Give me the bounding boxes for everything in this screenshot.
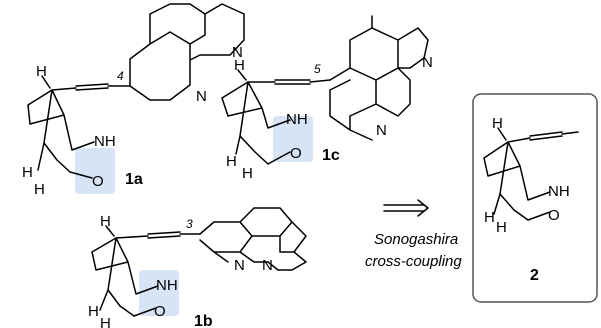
atom-nh-2: NH [548, 183, 570, 200]
atom-h-bridge-1a: H [22, 164, 33, 181]
position-label-1a: 4 [117, 69, 124, 83]
phenanthroline-1c [329, 15, 429, 141]
phenanthroline-1b [199, 207, 307, 271]
retrosynthesis-arrow [383, 199, 429, 217]
double-arrow-icon [383, 199, 429, 217]
atom-n1-1a: N [196, 88, 207, 105]
compound-label-1a: 1a [125, 171, 143, 188]
atom-h-bridge-1b: H [88, 303, 99, 320]
atom-h-bridge-2: H [484, 209, 495, 226]
compound-2-box [472, 93, 598, 303]
atom-h-top-1a: H [36, 63, 47, 80]
bicyclic-core-2 [483, 141, 551, 221]
lactam-highlight-1c [273, 116, 313, 162]
bridge-h-bond-2 [497, 127, 507, 141]
atom-nh-1c: NH [286, 111, 308, 128]
compound-label-1b: 1b [194, 313, 213, 328]
atom-h-top-2: H [492, 115, 503, 132]
compound-label-2: 2 [530, 267, 539, 284]
atom-h-bottom-1b: H [100, 315, 111, 328]
atom-n2-1a: N [232, 44, 243, 61]
bridge-h-bond-1c [237, 69, 247, 81]
atom-o-1a: O [92, 173, 104, 190]
lactam-highlight-1b [139, 270, 179, 316]
position-label-1b: 3 [186, 217, 193, 231]
atom-h-bottom-1a: H [34, 181, 45, 198]
atom-nh-1a: NH [94, 133, 116, 150]
atom-h-bottom-2: H [496, 219, 507, 236]
atom-n1-1c: N [422, 54, 433, 71]
atom-n1-1b: N [234, 257, 245, 274]
compound-1c: H H H NH O N N 5 1c [221, 15, 433, 182]
atom-o-2: O [548, 207, 560, 224]
atom-h-bridge-1c: H [226, 153, 237, 170]
condition-line-2: cross-coupling [365, 253, 462, 270]
terminal-alkyne-2 [507, 131, 579, 143]
atom-h-bottom-1c: H [242, 165, 253, 182]
compound-1b: H H H NH O N N 3 1b [88, 207, 307, 328]
bridge-h-bond-1b [105, 225, 115, 237]
atom-h-top-1b: H [100, 213, 111, 230]
alkyne-1c [247, 79, 331, 85]
phenanthroline-1a [129, 3, 245, 101]
compound-label-1c: 1c [322, 147, 340, 164]
position-label-1c: 5 [314, 62, 321, 76]
compound-2: H H H NH O 2 [472, 93, 598, 303]
bicyclic-core-1b [91, 237, 159, 317]
atom-o-1b: O [154, 303, 166, 320]
alkyne-1b [115, 231, 201, 239]
bicyclic-core-1a [27, 89, 95, 179]
compound-1a: H H H NH O N N 4 1a [22, 3, 245, 198]
bicyclic-core-1c [221, 81, 291, 165]
condition-line-1: Sonogashira [374, 231, 458, 248]
atom-nh-1b: NH [156, 277, 178, 294]
atom-o-1c: O [290, 145, 302, 162]
atom-h-top-1c: H [234, 57, 245, 74]
atom-n2-1c: N [376, 122, 387, 139]
lactam-highlight-1a [75, 148, 115, 194]
atom-n2-1b: N [262, 257, 273, 274]
bridge-h-bond-1a [41, 75, 51, 89]
alkyne-1a [51, 83, 131, 91]
